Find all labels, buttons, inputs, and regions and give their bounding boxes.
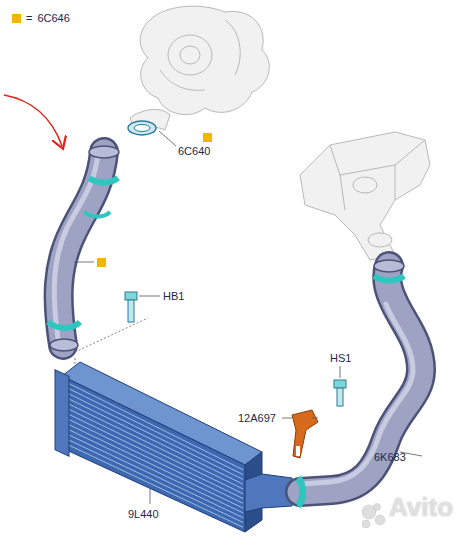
callout-number: 12A697	[238, 412, 276, 425]
marker-square	[97, 258, 106, 267]
callout-number: HS1	[330, 352, 351, 365]
callout-number: 6C640	[178, 145, 210, 158]
cooler-fin	[64, 433, 243, 518]
bolt-hs1	[334, 380, 346, 406]
cooler-fin	[64, 427, 243, 512]
callout-number: 9L440	[128, 508, 159, 521]
watermark: Avito	[389, 501, 453, 514]
pressure-sensor	[292, 410, 318, 458]
legend-swatch	[12, 14, 21, 23]
legend-equals: =	[26, 12, 32, 25]
turbocharger	[130, 6, 269, 132]
fitting-line	[75, 318, 148, 372]
leader-lines	[74, 131, 422, 504]
pointer-arrow	[4, 95, 62, 146]
callout-number: HB1	[163, 290, 184, 303]
hose-clip	[298, 478, 303, 506]
cooler-fin	[64, 443, 243, 527]
watermark-logo	[362, 504, 385, 529]
hose-clamp	[128, 121, 156, 135]
callout-number: 6K683	[374, 451, 406, 464]
marker-square	[203, 133, 212, 142]
charge-air-hose-right	[300, 266, 421, 492]
intercooler	[55, 362, 262, 532]
legend-text: 6C646	[37, 12, 69, 25]
cooler-fin	[64, 422, 243, 508]
cooler-fin	[64, 417, 243, 503]
hose-clip	[48, 322, 80, 328]
hose-clip	[89, 178, 118, 183]
hose-clip	[84, 212, 110, 217]
intake-manifold	[300, 132, 430, 260]
bolt-hb1	[125, 292, 137, 322]
hose-clip	[374, 276, 404, 281]
cooler-fin	[64, 438, 243, 523]
intercooler-outlet	[245, 474, 292, 512]
